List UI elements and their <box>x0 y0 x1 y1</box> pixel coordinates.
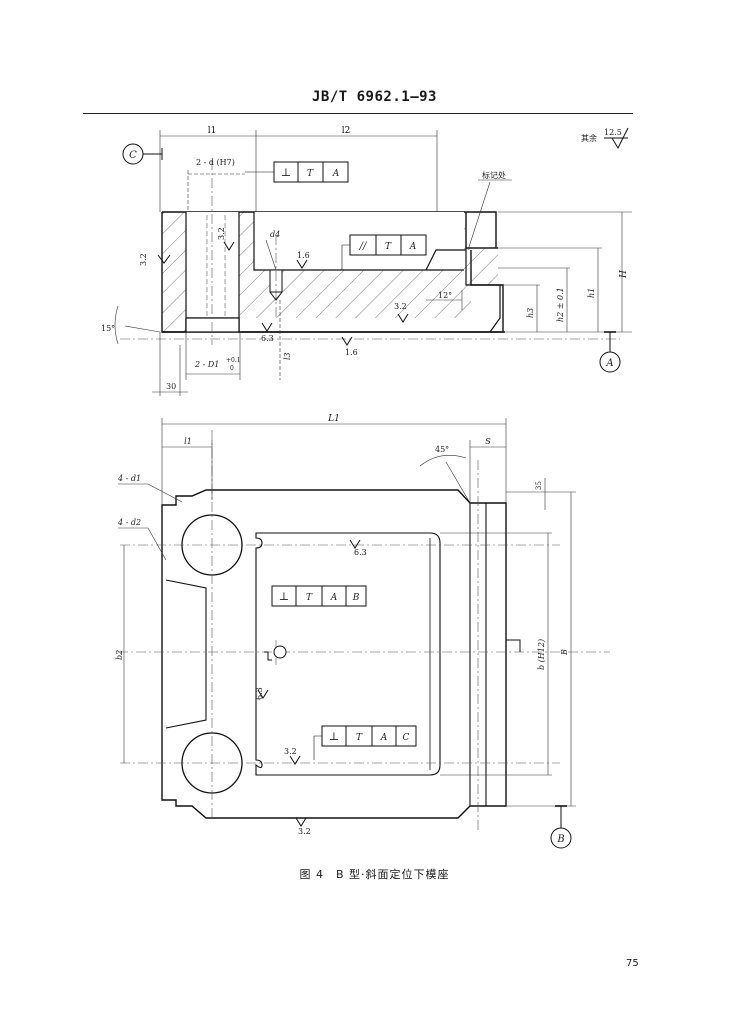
dim-l2: l2 <box>342 126 351 136</box>
dim-l1: l1 <box>208 126 217 136</box>
section-view: l1 l2 C 2 - d (H7) ⊥ T A // T A d4 <box>101 126 632 396</box>
datum-c-label: C <box>129 150 137 161</box>
roughness-note-label: 其余 <box>581 133 597 143</box>
dim-h1: h1 <box>587 288 596 298</box>
dim-h: H <box>619 270 629 279</box>
roughness-3-2-slope: 3.2 <box>394 302 407 311</box>
dim-d-h7: 2 - d (H7) <box>196 158 235 167</box>
datum-a-label: A <box>605 358 613 369</box>
fcf-perpendicularity-3: ⊥ T A B <box>271 585 367 607</box>
plan-dim-4-d2: 4 - d2 <box>117 518 141 527</box>
datum-a-circle <box>599 351 621 373</box>
figure-caption: 图 4 B 型·斜面定位下模座 <box>299 868 450 881</box>
angle-15-label: 15° <box>101 324 115 333</box>
page-number: 75 <box>626 958 639 969</box>
plan-dim-4-d1: 4 - d1 <box>117 474 141 483</box>
plan-dim-l1: l1 <box>184 437 192 446</box>
dim-d1: 2 - D1 <box>194 360 219 369</box>
fcf4-datum-1: T <box>356 733 363 743</box>
dim-h3: h3 <box>526 308 535 318</box>
standard-code-header: JB/T 6962.1—93 <box>311 89 437 105</box>
fcf-parallelism: // T A <box>341 234 427 270</box>
fcf1-datum-2: A <box>332 169 340 179</box>
datum-b-circle <box>550 827 572 849</box>
dim-d1-tol-lower: 0 <box>230 365 234 372</box>
plan-roughness-6-3-left: 6.3 <box>255 687 264 700</box>
angle-12-label: 12° <box>438 291 452 300</box>
fcf2-datum-2: A <box>409 242 417 252</box>
plan-dim-b2: b2 <box>115 650 124 660</box>
dim-30: 30 <box>166 382 176 391</box>
plan-roughness-3-2-bottom: 3.2 <box>298 827 311 836</box>
fcf4-datum-3: C <box>403 733 410 743</box>
fcf3-datum-3: B <box>352 593 360 603</box>
fcf4-datum-2: A <box>380 733 388 743</box>
dim-h2: h2 ± 0.1 <box>556 287 565 322</box>
plan-dim-s: S <box>485 437 491 446</box>
fcf3-datum-2: A <box>330 593 338 603</box>
roughness-3-2-bore: 3.2 <box>217 227 226 240</box>
roughness-1-6-bottom: 1.6 <box>345 348 358 357</box>
fcf1-datum-1: T <box>307 169 314 179</box>
dim-d1-tol-upper: +0.1 <box>226 357 241 364</box>
roughness-3-2-left: 3.2 <box>139 253 148 266</box>
plan-angle-45: 45° <box>435 445 449 454</box>
plan-dim-l-total: L1 <box>327 414 340 424</box>
roughness-note-value: 12.5 <box>604 128 622 137</box>
roughness-1-6-top: 1.6 <box>297 251 310 260</box>
plan-dim-b-h12: b (H12) <box>537 639 546 670</box>
mark-location-label: 标记处 <box>482 170 506 180</box>
fcf2-datum-1: T <box>385 242 392 252</box>
dim-l3-vertical: l3 <box>283 352 292 360</box>
plan-dim-35: 35 <box>535 481 543 490</box>
fcf3-datum-1: T <box>306 593 313 603</box>
fcf1-symbol: ⊥ <box>281 166 291 179</box>
fcf2-symbol: // <box>359 241 368 252</box>
datum-b-label: B <box>556 834 564 845</box>
plan-view: ⊥ T A B ⊥ T A C 6.3 6.3 3.2 3.2 L1 <box>115 414 610 849</box>
dim-d4: d4 <box>270 230 280 239</box>
fcf4-symbol: ⊥ <box>329 730 339 743</box>
plan-dim-b: B <box>560 649 569 656</box>
fcf3-symbol: ⊥ <box>279 590 289 603</box>
roughness-6-3-bottom: 6.3 <box>261 334 274 343</box>
plan-roughness-3-2-inner: 3.2 <box>284 747 297 756</box>
plan-roughness-6-3: 6.3 <box>354 548 367 557</box>
header-rule <box>83 113 633 114</box>
fcf-perpendicularity-1: ⊥ T A <box>245 161 349 183</box>
fcf-perpendicularity-4: ⊥ T A C <box>313 725 417 760</box>
